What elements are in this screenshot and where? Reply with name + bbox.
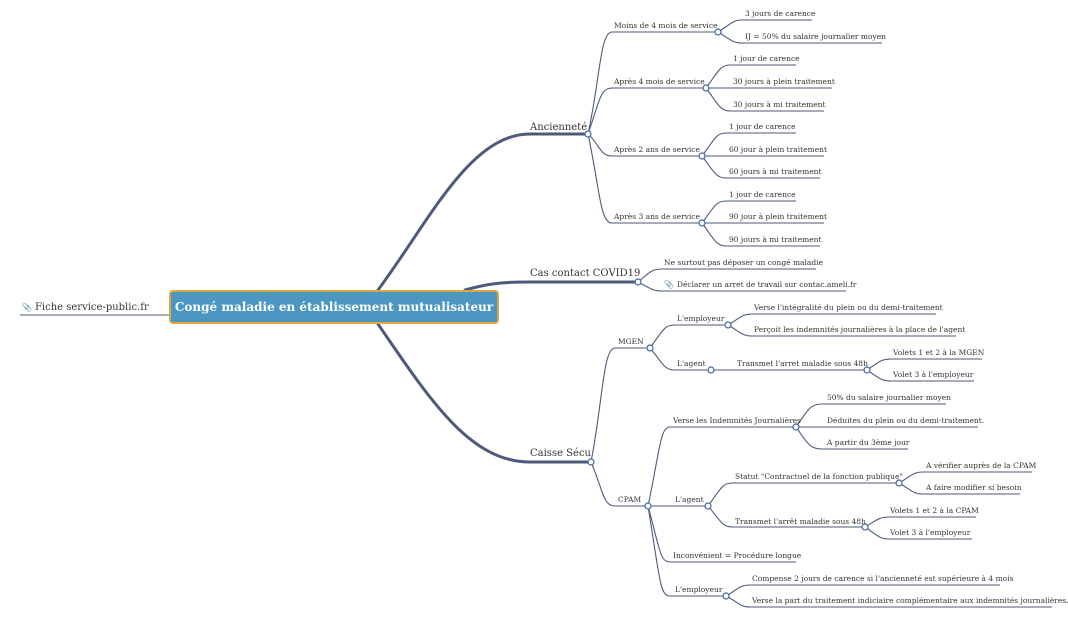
topic-apres-3-ans[interactable]: Après 3 ans de service — [614, 212, 700, 221]
item[interactable]: Perçoit les indemnités journalières à la… — [754, 325, 966, 334]
item[interactable]: 1 jour de carence — [729, 190, 796, 199]
topic-mgen-agent[interactable]: L'agent — [677, 359, 706, 368]
topic-cpam-ij[interactable]: Verse les Indemnités Journalières — [673, 416, 801, 425]
item[interactable]: 1 jour de carence — [729, 122, 796, 131]
topic-anciennete[interactable]: Ancienneté — [530, 122, 588, 133]
topic-cpam-employeur[interactable]: L'employeur — [675, 585, 723, 594]
topic-cpam-agent[interactable]: L'agent — [675, 495, 704, 504]
node-dots — [584, 28, 903, 600]
item[interactable]: A faire modifier si besoin — [926, 483, 1022, 492]
branch-secu — [376, 322, 593, 464]
item[interactable]: 30 jours à mi traitement — [733, 100, 826, 109]
link-label: Fiche service-public.fr — [34, 302, 149, 313]
item[interactable]: 60 jours à mi traitement — [729, 167, 822, 176]
topic-apres-2-ans[interactable]: Après 2 ans de service — [614, 145, 700, 154]
item[interactable]: Volet 3 à l'employeur — [893, 370, 974, 379]
topic-moins-4-mois[interactable]: Moins de 4 mois de service — [614, 21, 718, 30]
item-link[interactable]: 📎Déclarer un arret de travail sur contac… — [664, 280, 856, 289]
topic-mgen[interactable]: MGEN — [618, 337, 644, 346]
topic-mgen-transmet[interactable]: Transmet l'arret maladie sous 48h — [737, 359, 868, 368]
item[interactable]: Verse la part du traitement indiciaire c… — [752, 596, 1068, 605]
topic-cpam-inconvenient[interactable]: Inconvénient = Procédure longue — [673, 551, 802, 560]
paperclip-icon: 📎 — [22, 303, 32, 312]
branch-covid — [463, 280, 640, 292]
topic-mgen-employeur[interactable]: L'employeur — [677, 314, 725, 323]
item[interactable]: 90 jour à plein traitement — [729, 212, 827, 221]
item[interactable]: A partir du 3ème jour — [827, 438, 910, 447]
item-label: Déclarer un arret de travail sur contac.… — [676, 280, 857, 289]
item[interactable]: 90 jours à mi traitement — [729, 235, 822, 244]
item[interactable]: IJ = 50% du salaire journalier moyen — [745, 32, 886, 41]
item[interactable]: A vérifier auprès de la CPAM — [926, 461, 1037, 470]
topic-cpam[interactable]: CPAM — [618, 495, 642, 504]
branch-anciennete — [376, 132, 590, 292]
item[interactable]: Volets 1 et 2 à la CPAM — [890, 506, 979, 515]
topic-cpam-transmet[interactable]: Transmet l'arrêt maladie sous 48h — [735, 517, 866, 526]
topic-caisse-secu[interactable]: Caisse Sécu — [530, 448, 591, 459]
item[interactable]: 1 jour de carence — [733, 54, 800, 63]
topic-cpam-statut[interactable]: Statut "Contractuel de la fonction publi… — [735, 472, 903, 481]
item[interactable]: 30 jours à plein traitement — [733, 77, 835, 86]
item[interactable]: 50% du salaire journalier moyen — [827, 393, 951, 402]
item[interactable]: Volet 3 à l'employeur — [890, 528, 971, 537]
topic-covid[interactable]: Cas contact COVID19 — [530, 268, 641, 279]
item[interactable]: 60 jour à plein traitement — [729, 145, 827, 154]
item[interactable]: Ne surtout pas déposer un congé maladie — [664, 258, 824, 267]
link-fiche-service-public[interactable]: 📎Fiche service-public.fr — [22, 302, 149, 313]
root-topic[interactable]: Congé maladie en établissement mutualisa… — [169, 290, 499, 324]
topic-apres-4-mois[interactable]: Après 4 mois de service — [614, 77, 705, 86]
paperclip-icon: 📎 — [664, 280, 674, 289]
item[interactable]: 3 jours de carence — [745, 9, 816, 18]
item[interactable]: Volets 1 et 2 à la MGEN — [893, 348, 985, 357]
item[interactable]: Compense 2 jours de carence si l'ancienn… — [752, 574, 1014, 583]
item[interactable]: Verse l'intégralité du plein ou du demi-… — [754, 303, 943, 312]
item[interactable]: Déduites du plein ou du demi-traitement. — [827, 416, 985, 425]
